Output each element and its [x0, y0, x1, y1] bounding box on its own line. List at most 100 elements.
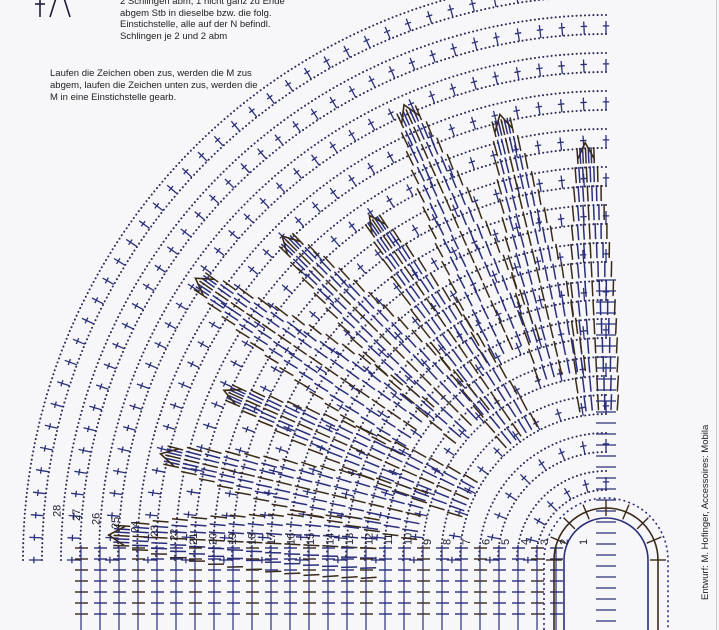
fan-stitch [384, 461, 400, 469]
fan-stitch [519, 173, 525, 190]
double-crochet-mark [602, 59, 610, 72]
fan-stitch [373, 217, 385, 232]
double-crochet-mark [295, 556, 308, 564]
double-crochet-mark [29, 556, 42, 564]
fan-stitch [569, 263, 574, 280]
double-crochet-mark [580, 441, 587, 455]
fan-stitch [428, 224, 437, 240]
fan-stitch [308, 269, 321, 282]
double-crochet-mark [448, 123, 456, 137]
fan-stitch [244, 402, 260, 411]
fan-stitch [190, 523, 207, 527]
fan-stitch [430, 316, 442, 331]
double-crochet-mark [143, 556, 156, 564]
fan-stitch [517, 193, 524, 209]
fan-stitch [308, 355, 323, 366]
round-number: 21 [188, 533, 200, 545]
fan-stitch [360, 536, 378, 540]
round-number: 19 [227, 533, 239, 545]
double-crochet-mark [492, 229, 499, 243]
fan-stitch [295, 428, 311, 436]
fan-stitch [408, 455, 424, 465]
round-number: 17 [266, 533, 278, 545]
fan-stitch [343, 525, 360, 529]
fan-stitch [465, 317, 475, 332]
fan-stitch [484, 220, 492, 237]
fan-stitch [408, 107, 417, 123]
double-crochet-mark [558, 60, 565, 75]
fan-stitch [391, 275, 402, 289]
fan-stitch [351, 361, 366, 373]
fan-stitch [219, 473, 236, 479]
double-crochet-mark [536, 178, 543, 192]
fan-stitch [163, 463, 180, 469]
fan-stitch [317, 287, 330, 300]
fan-stitch [514, 292, 522, 309]
fan-stitch [492, 140, 499, 157]
center-ring [543, 497, 669, 630]
fan-stitch [315, 262, 328, 275]
fan-stitch [329, 275, 342, 288]
double-crochet-mark [514, 28, 522, 42]
double-crochet-mark [329, 187, 339, 199]
fan-stitch [519, 395, 528, 411]
fan-stitch [508, 379, 518, 395]
double-crochet-mark [471, 237, 478, 250]
fan-stitch [199, 472, 216, 478]
fan-stitch [536, 208, 542, 225]
fan-stitch [266, 522, 283, 527]
fan-stitch [399, 366, 413, 379]
fan-stitch [413, 379, 427, 392]
fan-stitch [513, 174, 519, 191]
fan-stitch [549, 361, 556, 378]
fan-stitch [616, 375, 620, 392]
double-crochet-mark [29, 534, 43, 541]
fan-stitch [240, 465, 257, 471]
fan-stitch [282, 327, 296, 339]
fan-stitch [233, 297, 248, 308]
fan-stitch [189, 545, 206, 548]
fan-stitch [561, 339, 567, 356]
fan-stitch [439, 355, 451, 370]
fan-stitch [566, 319, 571, 336]
fan-stitch [224, 311, 239, 322]
fan-stitch [335, 350, 350, 362]
fan-stitch [341, 546, 358, 549]
double-crochet-mark [333, 556, 346, 564]
double-crochet-mark [468, 156, 476, 170]
fan-stitch [294, 378, 309, 389]
fan-stitch [152, 519, 169, 523]
fan-stitch [338, 468, 355, 476]
fan-stitch [474, 355, 485, 371]
fan-stitch [560, 262, 565, 279]
fan-stitch [418, 348, 431, 362]
fan-stitch [303, 544, 320, 547]
fan-stitch [458, 189, 466, 206]
double-crochet-mark [164, 321, 177, 330]
fan-stitch [485, 371, 496, 386]
fan-stitch [483, 420, 496, 434]
fan-stitch [403, 519, 420, 525]
center-stitch [550, 536, 566, 544]
fan-stitch [266, 398, 282, 408]
double-crochet-mark [536, 295, 544, 309]
double-crochet-mark [323, 56, 331, 69]
fan-stitch [424, 275, 435, 290]
double-crochet-mark [213, 247, 225, 257]
fan-stitch [165, 451, 182, 457]
fan-stitch [381, 258, 393, 273]
fan-stitch [433, 490, 450, 499]
fan-stitch [309, 390, 324, 401]
fan-stitch [387, 446, 402, 456]
fan-stitch [473, 286, 482, 303]
fan-stitch [445, 374, 458, 388]
fan-stitch [501, 275, 509, 291]
fan-stitch [491, 278, 500, 295]
legend-description: 2 Schlingen abm, 1 nicht ganz zu Ende ab… [120, 0, 285, 42]
fan-stitch [580, 357, 584, 374]
double-crochet-mark [348, 221, 358, 233]
fan-stitch [313, 292, 327, 305]
fan-stitch [561, 300, 566, 317]
fan-stitch [132, 540, 149, 543]
picot-mark [194, 277, 215, 296]
